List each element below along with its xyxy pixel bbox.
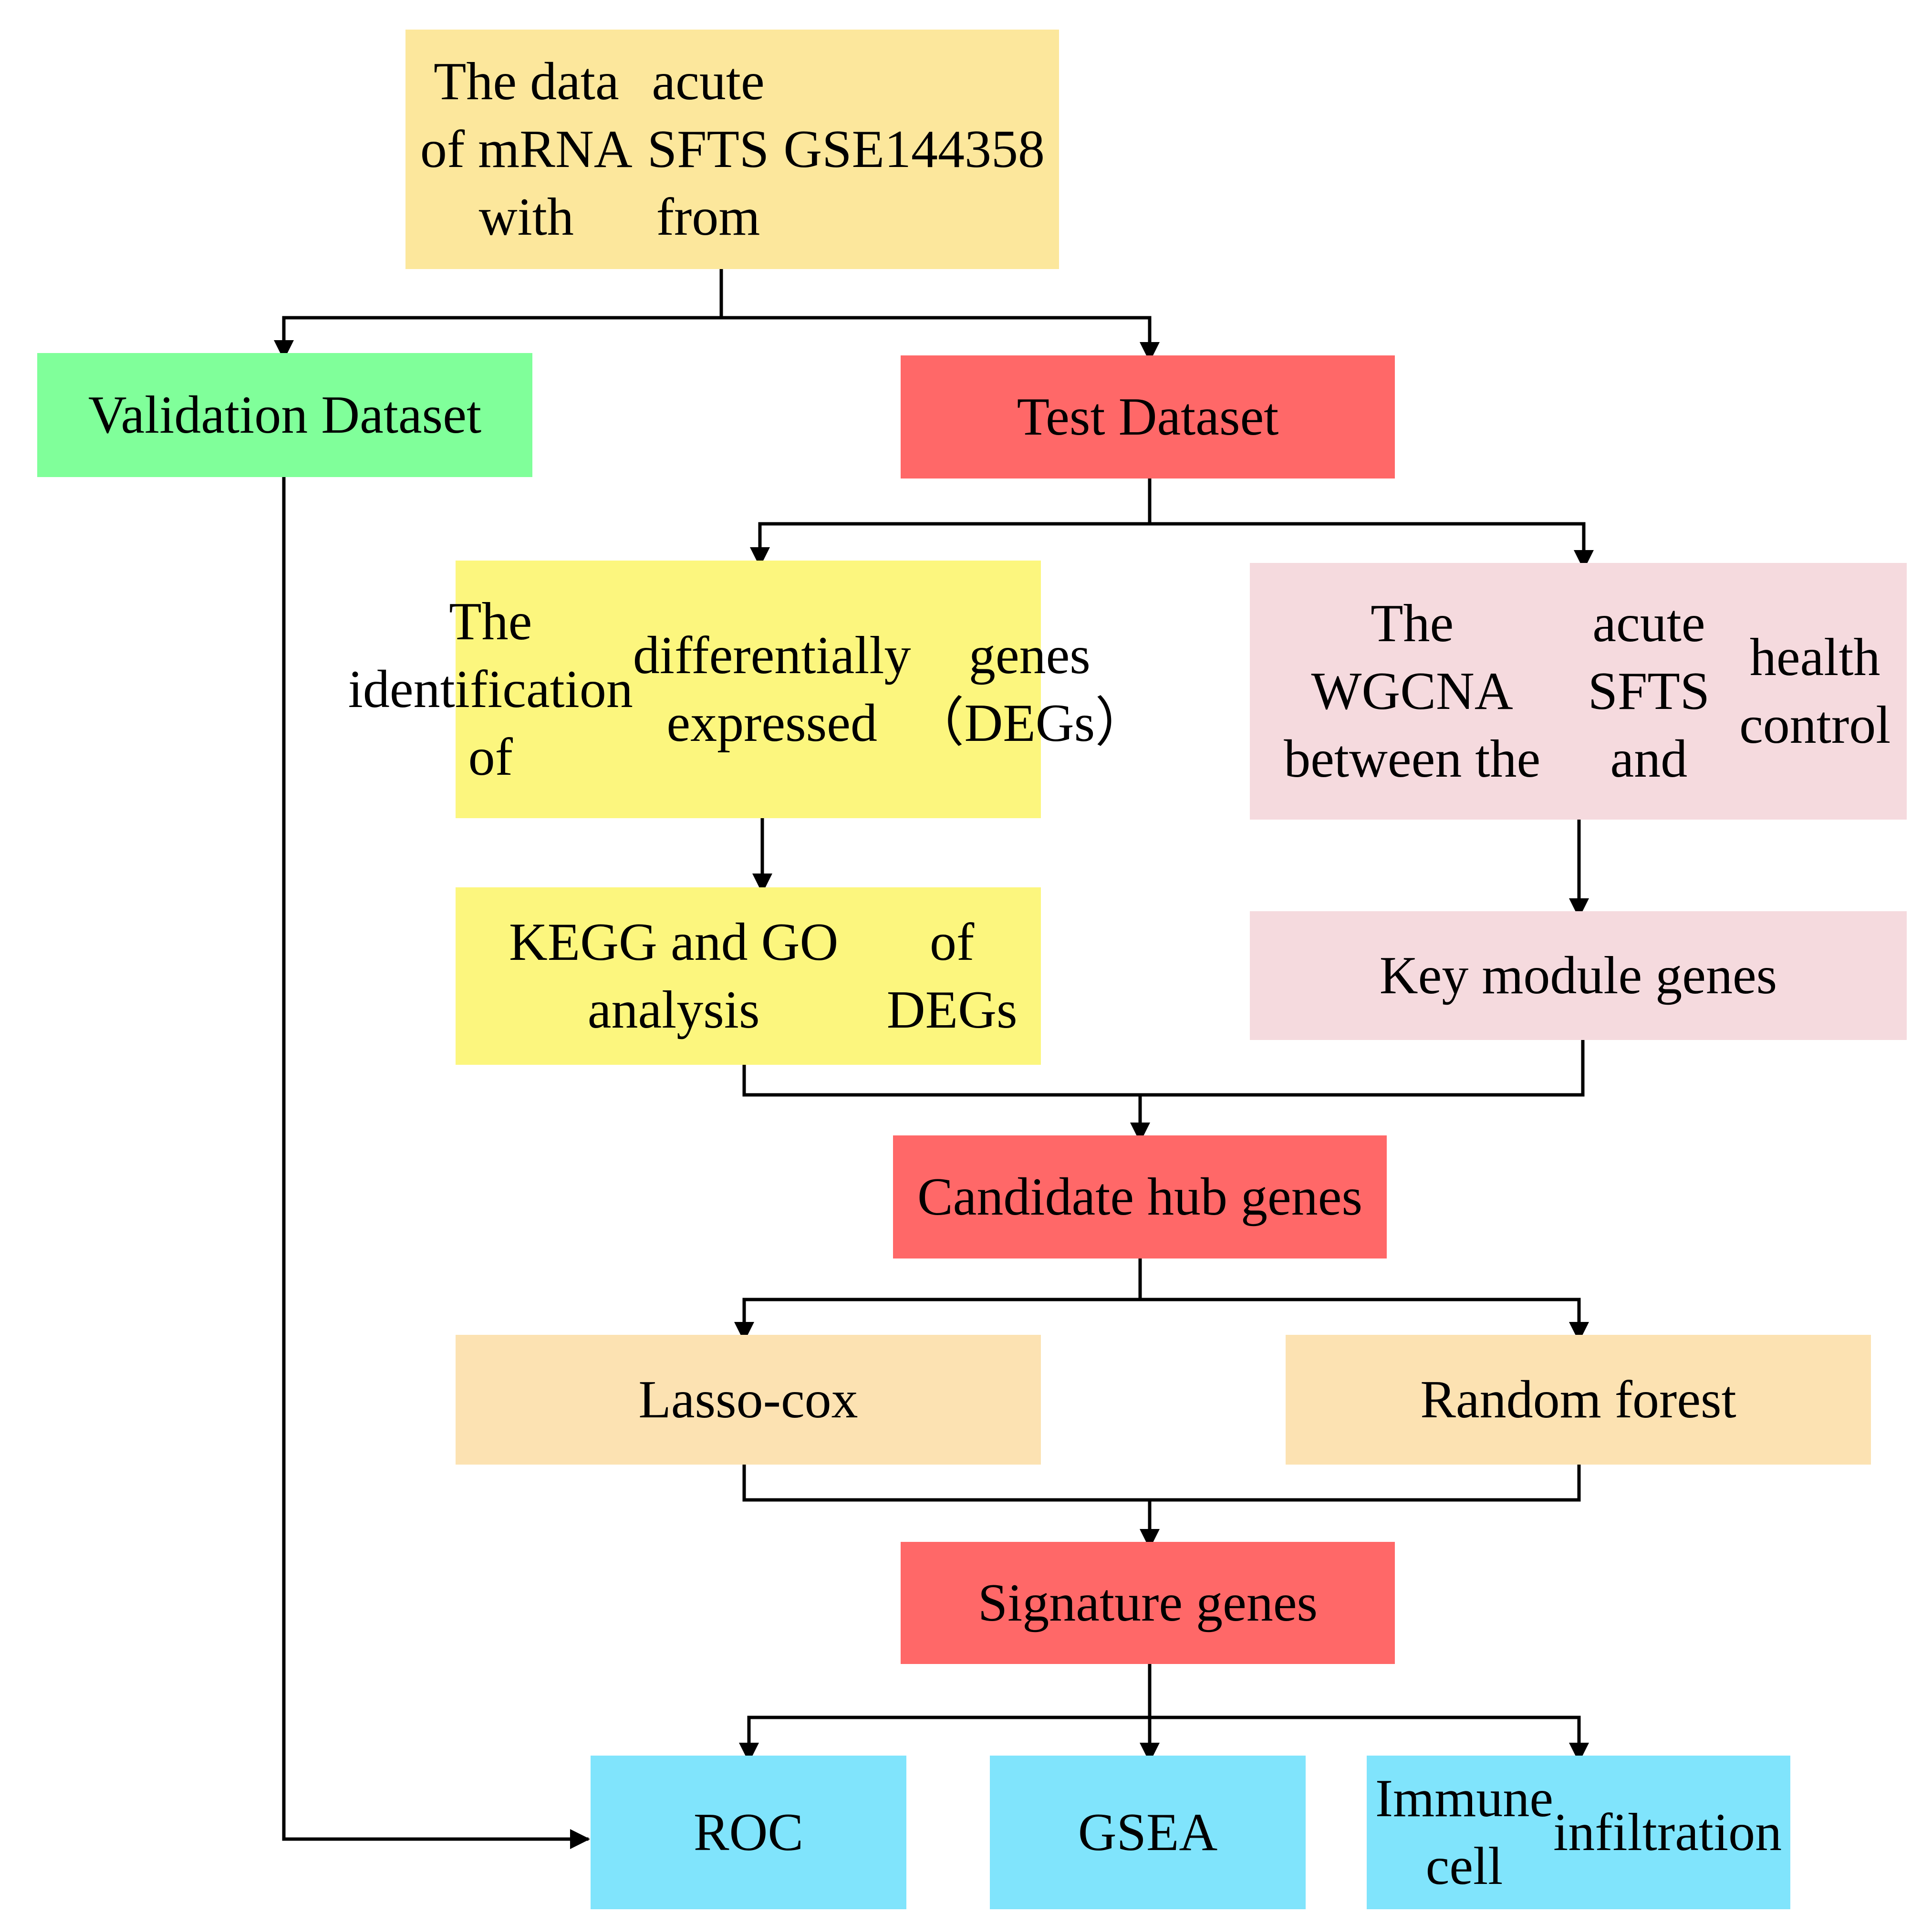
key-module-to-candidate-connector bbox=[1138, 1038, 1585, 1097]
wgcna-line-2: acute SFTS and bbox=[1588, 593, 1710, 789]
key-module-genes-box: Key module genes bbox=[1250, 911, 1907, 1040]
degs-line-2: differentially expressed bbox=[633, 625, 911, 753]
source-data-box: The data of mRNA with acute SFTS from GS… bbox=[405, 30, 1059, 269]
validation-to-roc-connector bbox=[282, 475, 590, 1849]
test-dataset-label: Test Dataset bbox=[1017, 387, 1279, 447]
gsea-box: GSEA bbox=[990, 1756, 1306, 1909]
test-to-degs-connector bbox=[750, 477, 1152, 567]
source-line-3: GSE144358 bbox=[783, 119, 1045, 179]
source-line-1: The data of mRNA with bbox=[420, 52, 633, 247]
random-forest-label: Random forest bbox=[1420, 1370, 1736, 1429]
candidate-to-lasso-connector bbox=[734, 1257, 1142, 1342]
immune-line-2: infiltration bbox=[1553, 1802, 1782, 1862]
signature-to-immune-connector bbox=[1148, 1716, 1589, 1763]
wgcna-box: The WGCNA between the acute SFTS and hea… bbox=[1250, 563, 1907, 820]
source-to-test-connector bbox=[719, 316, 1160, 362]
source-line-2: acute SFTS from bbox=[647, 52, 769, 247]
gsea-label: GSEA bbox=[1078, 1802, 1218, 1862]
roc-label: ROC bbox=[693, 1802, 804, 1862]
kegg-go-analysis-box: KEGG and GO analysis of DEGs bbox=[456, 887, 1041, 1065]
degs-line-1: The identification of bbox=[348, 592, 633, 787]
random-forest-box: Random forest bbox=[1286, 1335, 1871, 1465]
signature-genes-label: Signature genes bbox=[977, 1573, 1318, 1633]
test-to-wgcna-connector bbox=[1148, 522, 1594, 570]
kegg-line-2: of DEGs bbox=[886, 912, 1018, 1040]
validation-dataset-box: Validation Dataset bbox=[37, 353, 532, 477]
immune-line-1: Immune cell bbox=[1375, 1768, 1554, 1896]
roc-box: ROC bbox=[591, 1756, 906, 1909]
rf-to-signature-connector bbox=[1148, 1463, 1581, 1502]
signature-to-roc-connector bbox=[739, 1662, 1152, 1763]
source-to-validation-connector bbox=[274, 267, 723, 360]
degs-identification-box: The identification of differentially exp… bbox=[348, 561, 1148, 818]
lasso-cox-box: Lasso-cox bbox=[456, 1335, 1041, 1465]
candidate-hub-genes-label: Candidate hub genes bbox=[917, 1167, 1363, 1227]
kegg-line-1: KEGG and GO analysis bbox=[509, 912, 839, 1040]
candidate-to-rf-connector bbox=[1138, 1298, 1589, 1342]
validation-dataset-label: Validation Dataset bbox=[88, 385, 482, 445]
degs-line-3: genes（DEGs） bbox=[911, 625, 1149, 753]
kegg-to-candidate-connector bbox=[742, 1063, 1150, 1143]
candidate-hub-genes-box: Candidate hub genes bbox=[893, 1135, 1387, 1258]
wgcna-line-1: The WGCNA between the bbox=[1284, 593, 1541, 789]
signature-genes-box: Signature genes bbox=[901, 1542, 1395, 1664]
immune-cell-infiltration-box: Immune cell infiltration bbox=[1367, 1756, 1790, 1909]
wgcna-line-3: health control bbox=[1739, 627, 1891, 755]
key-module-genes-label: Key module genes bbox=[1379, 946, 1777, 1005]
test-dataset-box: Test Dataset bbox=[901, 355, 1395, 478]
lasso-cox-label: Lasso-cox bbox=[638, 1370, 858, 1429]
lasso-to-signature-connector bbox=[742, 1463, 1160, 1549]
